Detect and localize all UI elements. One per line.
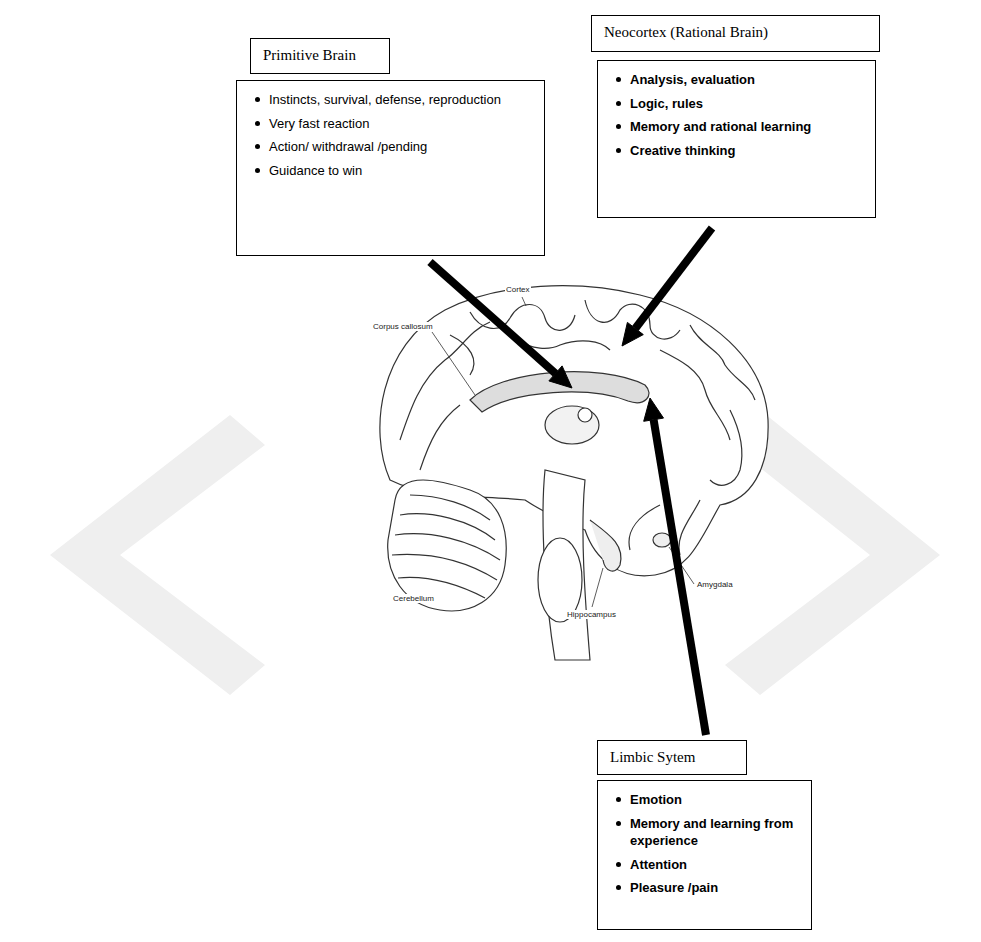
bullet-text: Guidance to win [269, 163, 362, 178]
heading-text: Limbic Sytem [610, 749, 734, 766]
leader-lines [432, 297, 694, 607]
bullet-text: Memory and learning from experience [630, 816, 793, 849]
part-label: Corpus callosum [372, 322, 434, 331]
bullet-item: Memory and learning from experience [614, 815, 799, 850]
bullet-dot [616, 862, 621, 867]
bullet-item: Logic, rules [614, 95, 863, 113]
bullet-text: Instincts, survival, defense, reproducti… [269, 92, 501, 107]
heading-text: Neocortex (Rational Brain) [604, 24, 867, 41]
bullet-text: Very fast reaction [269, 116, 369, 131]
bullet-dot [255, 168, 260, 173]
bullet-dot [616, 821, 621, 826]
bullet-item: Very fast reaction [253, 115, 532, 133]
heading-box: Limbic Sytem [597, 740, 747, 775]
brain-drawing [380, 286, 768, 660]
heading-text: Primitive Brain [263, 47, 377, 64]
bullet-item: Attention [614, 856, 799, 874]
bullet-item: Guidance to win [253, 162, 532, 180]
pointer-arrows [430, 228, 712, 735]
bullet-dot [616, 101, 621, 106]
bullet-dot [616, 77, 621, 82]
bullet-text: Attention [630, 857, 687, 872]
heading-box: Primitive Brain [250, 38, 390, 74]
bullet-dot [616, 124, 621, 129]
part-label: Cerebellum [392, 594, 435, 603]
bullet-text: Analysis, evaluation [630, 72, 755, 87]
bullet-text: Emotion [630, 792, 682, 807]
part-label: Hippocampus [566, 610, 617, 619]
bullet-item: Emotion [614, 791, 799, 809]
bullet-item: Memory and rational learning [614, 118, 863, 136]
bullet-text: Action/ withdrawal /pending [269, 139, 427, 154]
bullet-dot [255, 97, 260, 102]
heading-box: Neocortex (Rational Brain) [591, 15, 880, 52]
bullet-dot [616, 797, 621, 802]
bullet-item: Instincts, survival, defense, reproducti… [253, 91, 532, 109]
bullet-text: Memory and rational learning [630, 119, 811, 134]
bullet-text: Pleasure /pain [630, 880, 718, 895]
bullet-box: Instincts, survival, defense, reproducti… [236, 80, 545, 256]
bullet-dot [616, 885, 621, 890]
bullet-item: Creative thinking [614, 142, 863, 160]
bullet-dot [616, 148, 621, 153]
bullet-text: Creative thinking [630, 143, 735, 158]
bullet-box: EmotionMemory and learning from experien… [597, 780, 812, 930]
part-label: Amygdala [696, 580, 734, 589]
bullet-text: Logic, rules [630, 96, 703, 111]
bullet-item: Action/ withdrawal /pending [253, 138, 532, 156]
bullet-dot [255, 121, 260, 126]
bullet-item: Pleasure /pain [614, 879, 799, 897]
bullet-box: Analysis, evaluationLogic, rulesMemory a… [597, 60, 876, 218]
part-label: Cortex [505, 285, 531, 294]
bullet-dot [255, 144, 260, 149]
bullet-item: Analysis, evaluation [614, 71, 863, 89]
